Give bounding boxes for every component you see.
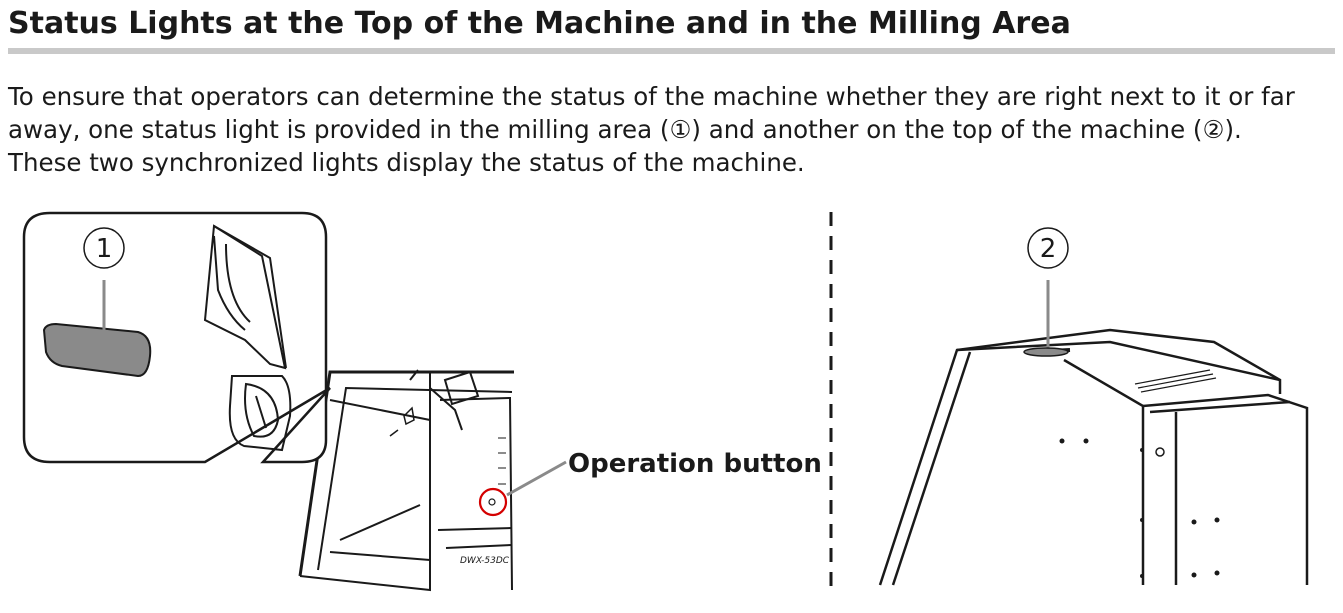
side-hole (1155, 447, 1165, 457)
marker-1-circle (83, 227, 125, 269)
operation-button-highlight (478, 487, 508, 517)
marker-2-label: 2 (1040, 234, 1057, 264)
paragraph-line-1: To ensure that operators can determine t… (8, 82, 1295, 111)
lamp-housing-parts (203, 224, 292, 452)
page-title: Status Lights at the Top of the Machine … (8, 6, 1071, 41)
status-light-milling-area (42, 322, 152, 378)
paragraph-line-3: These two synchronized lights display th… (8, 148, 805, 177)
milling-area-machine-drawing (298, 369, 514, 592)
intro-paragraph: To ensure that operators can determine t… (8, 80, 1338, 179)
paragraph-line-2: away, one status light is provided in th… (8, 115, 1242, 144)
operation-button-leader-line (506, 460, 567, 497)
machine-top-drawing (878, 328, 1309, 586)
marker-1-label: 1 (96, 234, 113, 264)
screw-holes (1059, 438, 1220, 578)
vent-grille (1134, 369, 1217, 393)
model-label: DWX-53DC (460, 556, 510, 566)
title-underline (8, 48, 1335, 54)
operation-button-label: Operation button (568, 449, 822, 479)
status-light-zoom-bubble (22, 211, 331, 464)
status-light-top (1023, 347, 1069, 357)
marker-2-circle (1027, 227, 1069, 269)
